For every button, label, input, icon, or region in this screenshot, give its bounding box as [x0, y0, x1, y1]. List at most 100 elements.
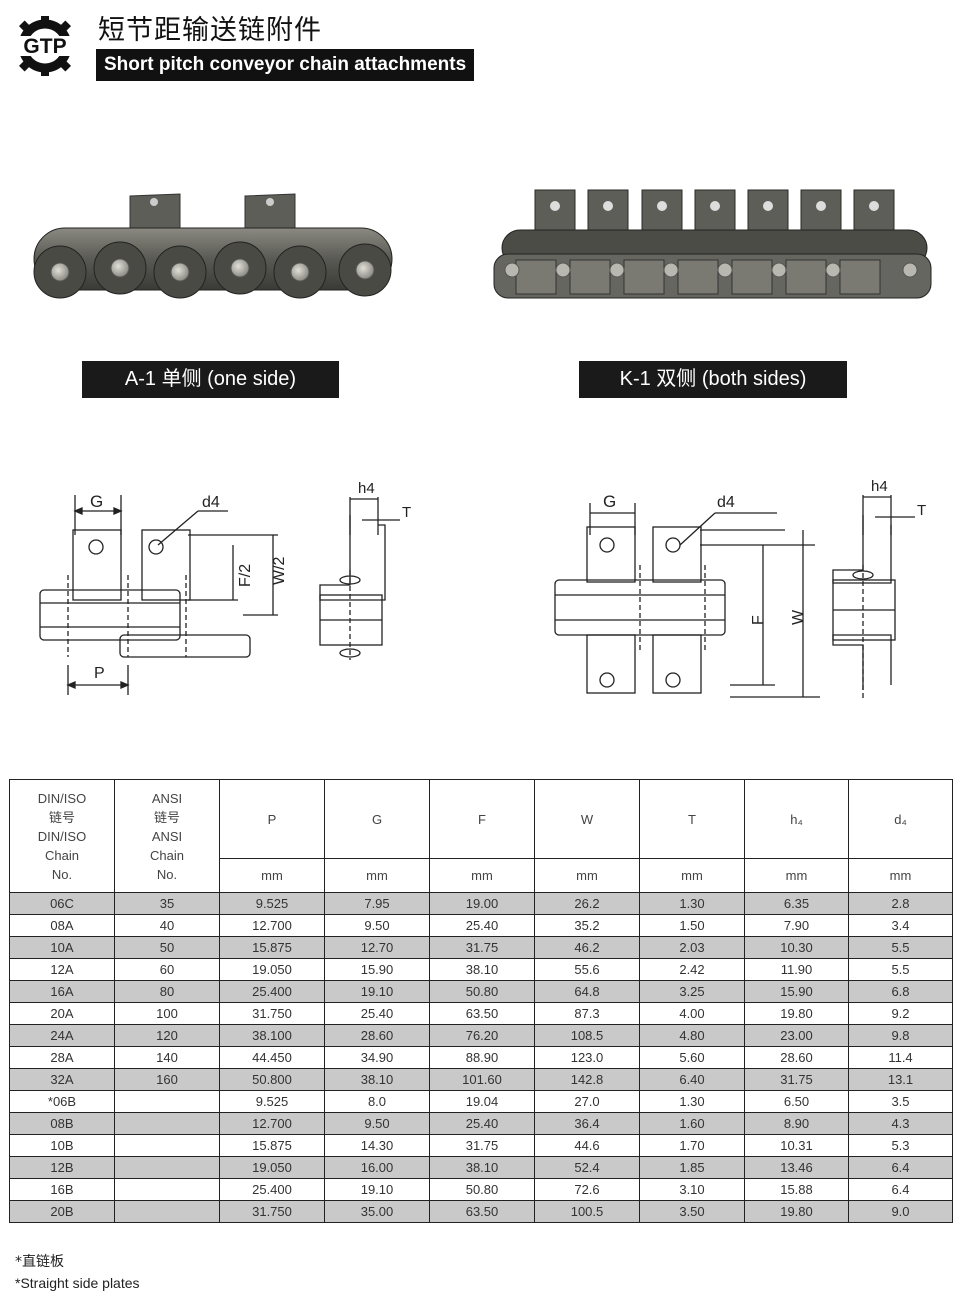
- table-cell: 11.4: [848, 1046, 953, 1069]
- table-cell: 15.88: [744, 1178, 849, 1201]
- table-cell: [114, 1090, 220, 1113]
- unit-t: mm: [639, 858, 745, 893]
- title-english: Short pitch conveyor chain attachments: [96, 49, 475, 81]
- table-cell: 10.30: [744, 936, 849, 959]
- table-cell: 19.00: [429, 892, 535, 915]
- table-cell: 7.90: [744, 914, 849, 937]
- table-cell: 15.90: [744, 980, 849, 1003]
- table-cell: 25.40: [429, 1112, 535, 1135]
- label-g-k: G: [603, 492, 616, 511]
- table-cell: 101.60: [429, 1068, 535, 1091]
- label-t-a: T: [402, 504, 411, 521]
- table-cell: 63.50: [429, 1200, 535, 1223]
- table-cell: 100: [114, 1002, 220, 1025]
- table-cell: 12.700: [219, 1112, 325, 1135]
- table-cell: 32A: [9, 1068, 115, 1091]
- table-cell: 10B: [9, 1134, 115, 1157]
- table-cell: 4.80: [639, 1024, 745, 1047]
- label-d4: d4: [202, 494, 220, 511]
- chain-photo-k1: [493, 189, 932, 299]
- table-cell: 35.00: [324, 1200, 430, 1223]
- table-cell: 15.875: [219, 936, 325, 959]
- table-cell: 50.80: [429, 1178, 535, 1201]
- unit-d4: mm: [848, 858, 953, 893]
- table-cell: 28A: [9, 1046, 115, 1069]
- table-cell: 13.1: [848, 1068, 953, 1091]
- label-h4-k: h4: [871, 478, 888, 495]
- label-t-k: T: [917, 502, 926, 519]
- label-g: G: [90, 492, 103, 511]
- table-cell: 120: [114, 1024, 220, 1047]
- table-cell: 14.30: [324, 1134, 430, 1157]
- gtp-logo: GTP: [10, 16, 80, 76]
- table-cell: 3.5: [848, 1090, 953, 1113]
- header-din-iso: DIN/ISO 链号 DIN/ISO Chain No.: [9, 779, 115, 893]
- drawing-k1-front: G d4 F W: [554, 492, 820, 698]
- label-w: W: [790, 609, 807, 625]
- table-cell: 08B: [9, 1112, 115, 1135]
- drawing-k1-side: h4 T: [832, 478, 926, 700]
- table-cell: 23.00: [744, 1024, 849, 1047]
- table-cell: 16.00: [324, 1156, 430, 1179]
- table-cell: 88.90: [429, 1046, 535, 1069]
- table-cell: 38.10: [429, 958, 535, 981]
- footnote-english: *Straight side plates: [15, 1275, 140, 1291]
- table-cell: 25.400: [219, 1178, 325, 1201]
- header-p: P: [219, 779, 325, 859]
- table-cell: 4.00: [639, 1002, 745, 1025]
- table-cell: 16B: [9, 1178, 115, 1201]
- table-cell: 12.70: [324, 936, 430, 959]
- table-cell: 20A: [9, 1002, 115, 1025]
- table-cell: 9.525: [219, 1090, 325, 1113]
- table-cell: 19.10: [324, 1178, 430, 1201]
- table-cell: 28.60: [324, 1024, 430, 1047]
- table-cell: 38.10: [429, 1156, 535, 1179]
- table-cell: 28.60: [744, 1046, 849, 1069]
- table-cell: 9.525: [219, 892, 325, 915]
- table-cell: 100.5: [534, 1200, 640, 1223]
- label-h4-a: h4: [358, 480, 375, 497]
- table-cell: 35.2: [534, 914, 640, 937]
- table-cell: 11.90: [744, 958, 849, 981]
- table-cell: 9.50: [324, 1112, 430, 1135]
- table-cell: 27.0: [534, 1090, 640, 1113]
- label-f-half: F/2: [237, 564, 254, 587]
- table-cell: 12A: [9, 958, 115, 981]
- table-cell: 160: [114, 1068, 220, 1091]
- table-cell: 19.10: [324, 980, 430, 1003]
- header-d4: d₄: [848, 779, 953, 859]
- table-cell: 55.6: [534, 958, 640, 981]
- table-cell: 40: [114, 914, 220, 937]
- label-f: F: [750, 615, 767, 625]
- table-cell: 1.60: [639, 1112, 745, 1135]
- logo-text: GTP: [23, 35, 66, 58]
- table-cell: 31.75: [429, 936, 535, 959]
- table-cell: 12B: [9, 1156, 115, 1179]
- header-h4: h₄: [744, 779, 849, 859]
- table-cell: 26.2: [534, 892, 640, 915]
- drawing-a1-side: h4 T: [319, 480, 411, 660]
- table-cell: 16A: [9, 980, 115, 1003]
- caption-a1: A-1 单侧 (one side): [82, 361, 339, 398]
- table-cell: 25.40: [429, 914, 535, 937]
- table-cell: 19.04: [429, 1090, 535, 1113]
- table-cell: 108.5: [534, 1024, 640, 1047]
- table-cell: 87.3: [534, 1002, 640, 1025]
- table-cell: [114, 1156, 220, 1179]
- table-cell: 2.8: [848, 892, 953, 915]
- table-cell: 1.70: [639, 1134, 745, 1157]
- unit-g: mm: [324, 858, 430, 893]
- table-cell: 24A: [9, 1024, 115, 1047]
- table-cell: 142.8: [534, 1068, 640, 1091]
- table-cell: 15.875: [219, 1134, 325, 1157]
- title-chinese: 短节距输送链附件: [98, 15, 322, 46]
